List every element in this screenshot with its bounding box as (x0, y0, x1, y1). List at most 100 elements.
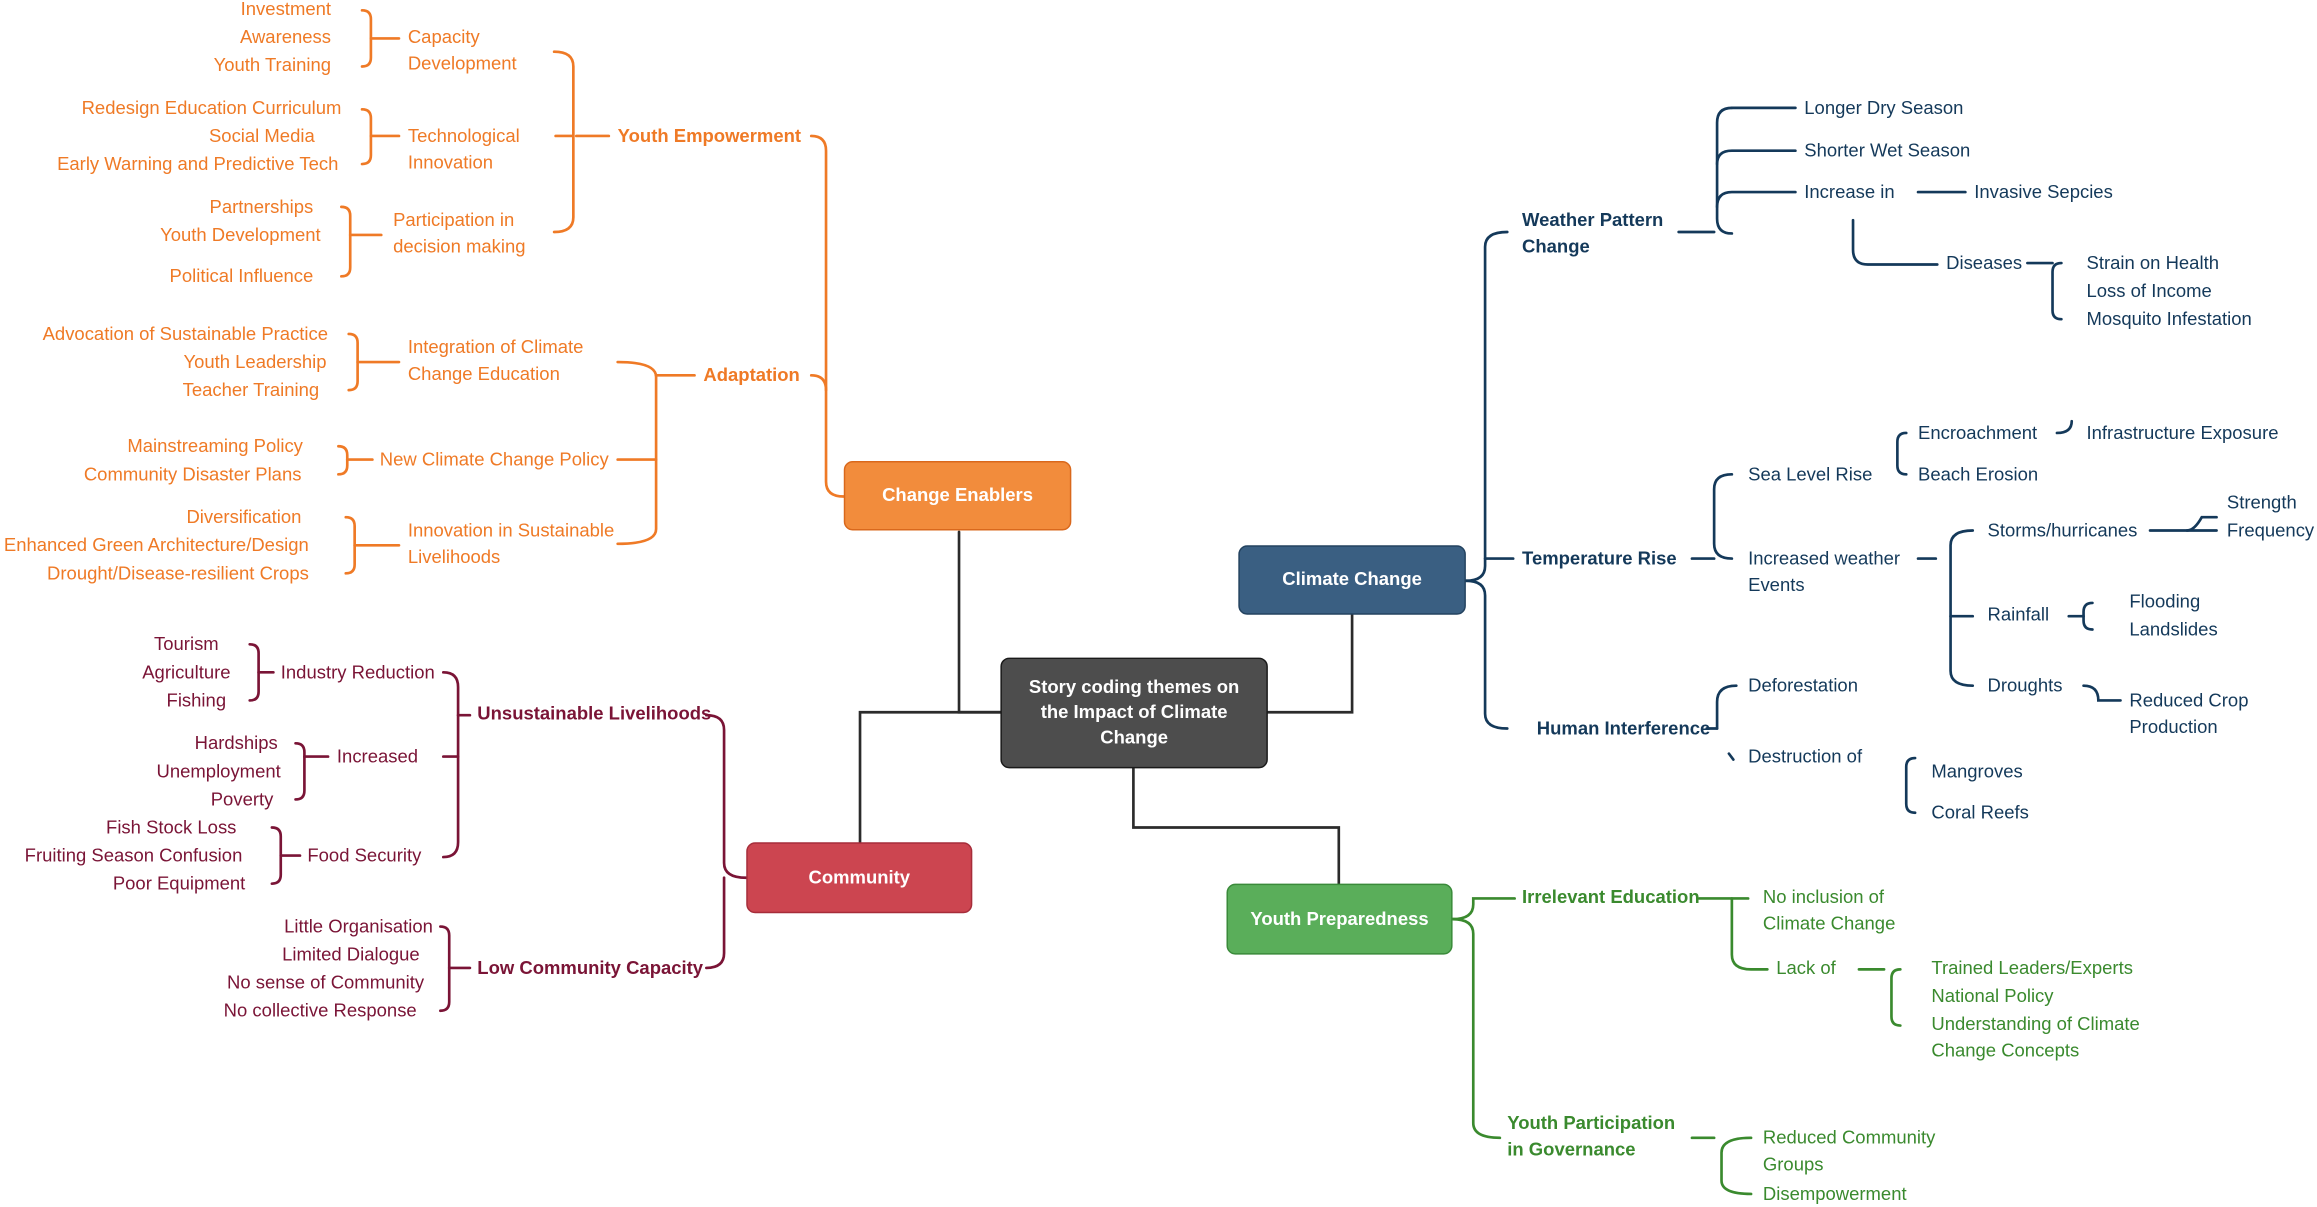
connector-line (2051, 261, 2063, 321)
increased-item: Hardships (194, 732, 278, 754)
connector-line (2055, 419, 2074, 435)
disease-item: Loss of Income (2086, 280, 2212, 302)
new-policy-label: New Climate Change Policy (379, 449, 609, 470)
human-interference-label: Human Interference (1536, 718, 1711, 739)
connector-line (1712, 473, 1734, 560)
industry-item: Agriculture (142, 662, 231, 683)
youth-preparedness-node: Youth Preparedness (1226, 883, 1453, 955)
food-item: Fish Stock Loss (106, 817, 237, 838)
infrastructure-exposure-label: Infrastructure Exposure (2086, 422, 2279, 444)
deforestation-label: Deforestation (1748, 675, 1858, 696)
coral-reefs-label: Coral Reefs (1931, 802, 2029, 824)
weather-pattern-label: Weather Pattern Change (1522, 209, 1664, 258)
change-enablers-node: Change Enablers (843, 461, 1072, 531)
capacity-item: No collective Response (223, 1000, 417, 1022)
diseases-label: Diseases (1946, 252, 2023, 274)
increased-item: Unemployment (156, 761, 281, 782)
lack-item: National Policy (1931, 985, 2054, 1007)
youth-participation-label: Youth Participation in Governance (1507, 1112, 1676, 1160)
temperature-rise-label: Temperature Rise (1522, 548, 1677, 569)
connector-line (809, 134, 846, 498)
connector-line (957, 530, 1002, 714)
shorter-wet-label: Shorter Wet Season (1804, 140, 1971, 162)
connector-line (1266, 613, 1354, 714)
tech-item: Social Media (208, 125, 315, 147)
sea-level-rise-label: Sea Level Rise (1748, 463, 1873, 485)
longer-dry-label: Longer Dry Season (1804, 97, 1964, 119)
unsustainable-livelihoods-label: Unsustainable Livelihoods (477, 703, 712, 725)
encroachment-label: Encroachment (1918, 422, 2038, 444)
connector-line (858, 710, 1002, 844)
increase-in-label: Increase in (1804, 181, 1895, 203)
connector-line (705, 713, 748, 880)
food-item: Poor Equipment (112, 873, 246, 895)
capacity-item: Investment (240, 0, 332, 20)
climate-change-node: Climate Change (1238, 545, 1466, 615)
innovation-item: Enhanced Green Architecture/Design (3, 534, 309, 556)
connector-line (1720, 1136, 1753, 1196)
connector-line (1715, 684, 1738, 730)
youth-empowerment-label: Youth Empowerment (617, 125, 802, 147)
increased-weather-label: Increased weather Events (1748, 548, 1901, 596)
connector-line (340, 205, 352, 278)
frequency-label: Frequency (2226, 520, 2315, 541)
capacity-item: Limited Dialogue (282, 944, 420, 965)
connector-line (809, 374, 828, 392)
integration-item: Teacher Training (182, 379, 320, 401)
tech-item: Redesign Education Curriculum (81, 97, 342, 119)
innovation-item: Drought/Disease-resilient Crops (47, 563, 309, 584)
innovation-item: Diversification (186, 506, 302, 528)
connector-line (705, 876, 726, 970)
connector-line (1949, 529, 1975, 687)
low-community-capacity-label: Low Community Capacity (477, 957, 704, 979)
connector-line (360, 108, 373, 166)
strength-label: Strength (2226, 492, 2297, 513)
reduced-crop-label: Reduced Crop Production (2129, 690, 2249, 738)
connector-line (1890, 968, 1902, 1027)
industry-item: Fishing (166, 690, 227, 711)
integration-item: Youth Leadership (183, 351, 327, 373)
adaptation-label: Adaptation (703, 364, 800, 386)
disease-item: Strain on Health (2086, 252, 2219, 274)
connector-line (616, 360, 658, 546)
food-security-label: Food Security (307, 845, 422, 866)
connector-line (1132, 767, 1341, 885)
connector-line (2148, 515, 2218, 532)
increased-label: Increased (336, 746, 419, 767)
integration-item: Advocation of Sustainable Practice (42, 323, 329, 345)
tech-item: Early Warning and Predictive Tech (57, 153, 339, 175)
industry-reduction-label: Industry Reduction (280, 662, 435, 683)
flooding-label: Flooding (2129, 591, 2201, 612)
connector-line (441, 671, 460, 859)
rainfall-label: Rainfall (1987, 604, 2050, 626)
lack-item: Trained Leaders/Experts (1931, 957, 2133, 979)
lack-item: Understanding of Climate Change Concepts (1931, 1013, 2140, 1061)
capacity-item: Youth Training (213, 54, 332, 76)
lack-of-label: Lack of (1776, 957, 1836, 979)
capacity-item: Awareness (239, 26, 332, 48)
capacity-item: Little Organisation (284, 916, 433, 937)
connector-line (1730, 897, 1769, 971)
connector-line (1464, 230, 1509, 583)
connector-line (2082, 684, 2122, 702)
irrelevant-education-label: Irrelevant Education (1522, 886, 1700, 908)
connector-line (1451, 897, 1516, 921)
connector-line (1715, 106, 1734, 235)
connector-line (1451, 917, 1502, 1140)
participation-item: Partnerships (209, 196, 314, 218)
beach-erosion-label: Beach Erosion (1918, 463, 2039, 485)
droughts-label: Droughts (1987, 675, 2063, 696)
integration-label: Integration of Climate Change Education (407, 336, 584, 385)
participation-item: Disempowerment (1762, 1183, 1907, 1205)
mangroves-label: Mangroves (1931, 761, 2023, 782)
destruction-of-label: Destruction of (1748, 746, 1863, 767)
connector-line (552, 50, 575, 234)
industry-item: Tourism (154, 633, 219, 655)
technological-innovation-label: Technological Innovation (407, 125, 520, 173)
connector-line (337, 444, 349, 476)
policy-item: Community Disaster Plans (83, 463, 302, 485)
connector-line (1715, 190, 1797, 209)
central-topic: Story coding themes on the Impact of Cli… (1000, 657, 1268, 769)
participation-item: Youth Development (160, 224, 321, 246)
